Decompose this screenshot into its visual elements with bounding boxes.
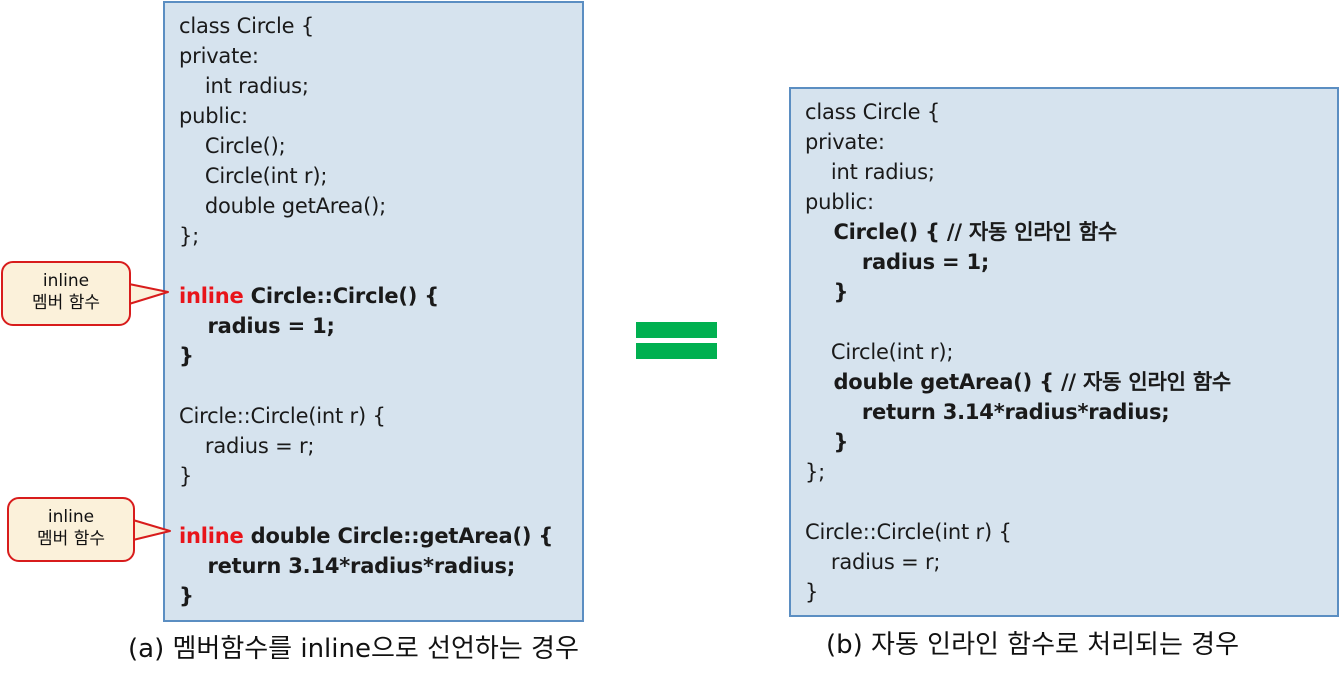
code-line: double getArea();	[179, 191, 568, 221]
code-line: radius = r;	[805, 547, 1323, 577]
code-token: }	[805, 580, 819, 604]
code-panel-auto-inline: class Circle { private: int radius; public…	[789, 87, 1339, 617]
inline-keyword: inline	[179, 524, 244, 548]
code-line: int radius;	[179, 71, 568, 101]
code-line: radius = 1;	[179, 311, 568, 341]
code-token: Circle(int r);	[179, 164, 328, 188]
inline-keyword: inline	[179, 284, 244, 308]
code-token: return 3.14*radius*radius;	[179, 554, 516, 578]
code-token: class Circle {	[805, 100, 941, 124]
code-line: return 3.14*radius*radius;	[179, 551, 568, 581]
callout-line-1: inline	[42, 271, 90, 291]
code-token: radius = 1;	[805, 250, 990, 274]
code-token: Circle();	[179, 134, 286, 158]
code-token: public:	[179, 104, 248, 128]
code-token: }	[805, 430, 849, 454]
callout-inline-getarea: inline 멤버 함수	[7, 497, 135, 562]
callout-pointer-1	[128, 283, 169, 305]
code-token: class Circle {	[179, 14, 315, 38]
code-line: inline double Circle::getArea() {	[179, 521, 568, 551]
code-token: }	[179, 584, 194, 608]
code-line: class Circle {	[805, 97, 1323, 127]
code-token: private:	[805, 130, 885, 154]
code-token: };	[179, 224, 200, 248]
code-line: }	[179, 341, 568, 371]
callout-line-2: 멤버 함수	[32, 293, 100, 313]
callout-inline-constructor: inline 멤버 함수	[1, 261, 131, 326]
code-line: radius = 1;	[805, 247, 1323, 277]
code-token: double getArea();	[179, 194, 387, 218]
code-line: }	[805, 277, 1323, 307]
callout-pointer-2	[132, 519, 171, 541]
code-token: };	[805, 460, 826, 484]
code-token: radius = r;	[179, 434, 315, 458]
code-token: int radius;	[179, 74, 309, 98]
code-line: };	[805, 457, 1323, 487]
code-line: return 3.14*radius*radius;	[805, 397, 1323, 427]
code-line: Circle::Circle(int r) {	[805, 517, 1323, 547]
code-token: }	[179, 344, 194, 368]
code-line: class Circle {	[179, 11, 568, 41]
code-line: };	[179, 221, 568, 251]
code-line: private:	[179, 41, 568, 71]
code-panel-inline: class Circle { private: int radius; public…	[163, 1, 584, 622]
code-token: int radius;	[805, 160, 935, 184]
code-token: radius = r;	[805, 550, 941, 574]
equals-sign-bottom-bar	[636, 343, 717, 359]
code-line: int radius;	[805, 157, 1323, 187]
code-line: private:	[805, 127, 1323, 157]
code-line: radius = r;	[179, 431, 568, 461]
code-token: double Circle::getArea() {	[243, 524, 554, 548]
code-token: Circle() { // 자동 인라인 함수	[805, 220, 1117, 244]
code-token: Circle::Circle() {	[243, 284, 440, 308]
code-token: Circle::Circle(int r) {	[805, 520, 1012, 544]
code-line: Circle::Circle(int r) {	[179, 401, 568, 431]
callout-line-2: 멤버 함수	[37, 529, 105, 549]
code-line: }	[805, 577, 1323, 607]
code-token: Circle::Circle(int r) {	[179, 404, 386, 428]
code-line: }	[805, 427, 1323, 457]
code-line: Circle(int r);	[179, 161, 568, 191]
code-line: public:	[805, 187, 1323, 217]
code-line: Circle();	[179, 131, 568, 161]
code-line: inline Circle::Circle() {	[179, 281, 568, 311]
equals-sign-top-bar	[636, 322, 717, 338]
code-line: Circle(int r);	[805, 337, 1323, 367]
caption-b: (b) 자동 인라인 함수로 처리되는 경우	[826, 630, 1239, 660]
callout-line-1: inline	[47, 507, 95, 527]
code-line: double getArea() { // 자동 인라인 함수	[805, 367, 1323, 397]
code-line: Circle() { // 자동 인라인 함수	[805, 217, 1323, 247]
code-token: }	[179, 464, 193, 488]
code-token: public:	[805, 190, 874, 214]
code-token: private:	[179, 44, 259, 68]
code-line: }	[179, 581, 568, 611]
code-token: double getArea() { // 자동 인라인 함수	[805, 370, 1232, 394]
code-line: public:	[179, 101, 568, 131]
code-line: }	[179, 461, 568, 491]
code-token: Circle(int r);	[805, 340, 954, 364]
code-token: radius = 1;	[179, 314, 335, 338]
caption-a: (a) 멤버함수를 inline으로 선언하는 경우	[128, 634, 579, 664]
code-token: }	[805, 280, 849, 304]
code-token: return 3.14*radius*radius;	[805, 400, 1170, 424]
